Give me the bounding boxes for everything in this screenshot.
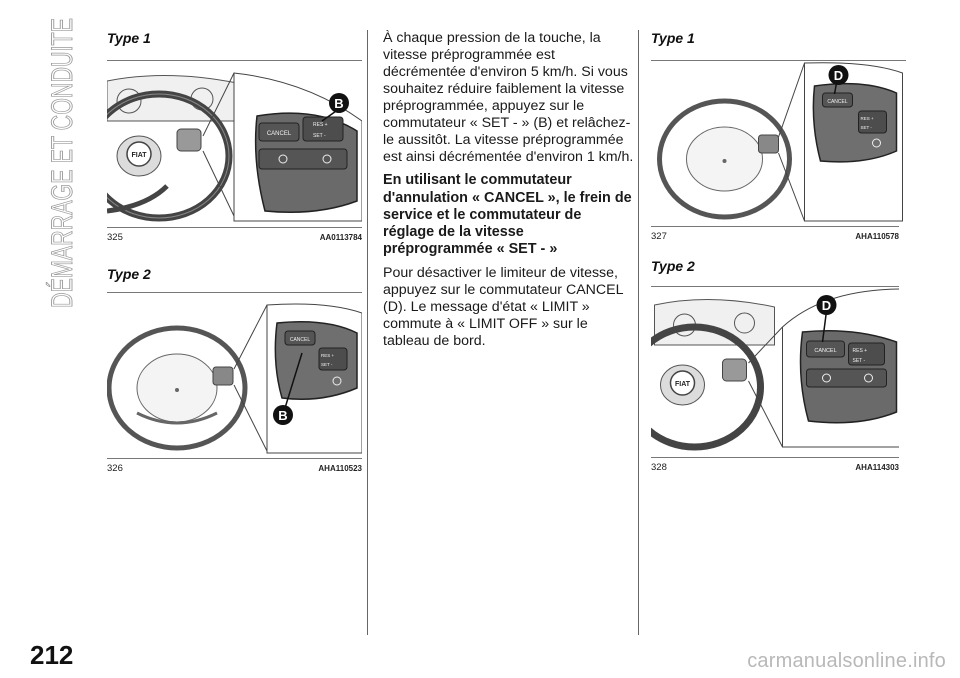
- fig3-btn-res: RES +: [861, 116, 875, 121]
- fig2-btn-set: SET -: [321, 362, 333, 367]
- figure-327: CANCEL RES + SET - D: [651, 60, 906, 227]
- paragraph-cancel-limiter: Pour désactiver le limiteur de vitesse, …: [383, 264, 623, 349]
- section-title-svg: DÉMARRAGE ET CONDUITE: [46, 18, 80, 309]
- figure-327-rule: [651, 226, 899, 227]
- figure-326-code: AHA110523: [318, 464, 362, 473]
- figure-328-number: 328: [651, 462, 667, 473]
- body-text-column: À chaque pression de la touche, la vites…: [383, 30, 635, 356]
- fig3-btn-cancel: CANCEL: [827, 99, 848, 105]
- figure-328-illustration: FIAT CANCEL RES + SET - D: [651, 287, 899, 453]
- fig1-btn-cancel: CANCEL: [267, 131, 292, 137]
- figure-327-illustration: CANCEL RES + SET - D: [654, 61, 903, 227]
- figure-326: CANCEL RES + SET - B: [107, 292, 362, 459]
- fig4-btn-res: RES +: [853, 348, 868, 354]
- fig2-callout: B: [278, 408, 287, 423]
- figure-325-rule: [107, 227, 362, 228]
- figure-326-illustration: CANCEL RES + SET - B: [107, 293, 362, 459]
- fig1-btn-set: SET -: [313, 133, 326, 139]
- figure-326-number: 326: [107, 463, 123, 474]
- watermark: carmanualsonline.info: [747, 650, 946, 672]
- section-title: DÉMARRAGE ET CONDUITE: [14, 18, 84, 309]
- section-heading-cancel: En utilisant le commutateur d'annulation…: [383, 172, 632, 258]
- figure-326-rule: [107, 458, 362, 459]
- figure-328: FIAT CANCEL RES + SET - D: [651, 286, 899, 453]
- fig3-type-label: Type 1: [651, 30, 695, 46]
- fig2-btn-res: RES +: [321, 353, 335, 358]
- figure-328-rule: [651, 457, 899, 458]
- fig1-callout: B: [334, 96, 343, 111]
- figure-327-number: 327: [651, 231, 667, 242]
- column-divider-left: [367, 30, 368, 635]
- fig3-callout: D: [834, 68, 843, 83]
- fig4-btn-cancel: CANCEL: [814, 348, 836, 354]
- figure-325: FIAT CANCEL RES + SET - B: [107, 60, 362, 227]
- column-divider-right: [638, 30, 639, 635]
- fig2-btn-cancel: CANCEL: [290, 337, 311, 343]
- figure-327-code: AHA110578: [855, 232, 899, 241]
- page-number: 212: [30, 640, 74, 670]
- fig1-logo: FIAT: [131, 152, 147, 159]
- fig4-callout: D: [822, 298, 831, 313]
- figure-325-code: AA0113784: [319, 233, 362, 242]
- fig3-btn-set: SET -: [861, 125, 873, 130]
- fig4-type-label: Type 2: [651, 258, 695, 274]
- fig4-btn-set: SET -: [853, 358, 866, 364]
- figure-325-illustration: FIAT CANCEL RES + SET - B: [107, 61, 362, 227]
- section-title-text: DÉMARRAGE ET CONDUITE: [46, 18, 79, 308]
- fig1-btn-res: RES +: [313, 122, 328, 128]
- fig1-type-label: Type 1: [107, 30, 151, 46]
- fig4-logo: FIAT: [675, 381, 691, 388]
- paragraph-set-decrement: À chaque pression de la touche, la vites…: [383, 30, 634, 166]
- figure-325-number: 325: [107, 232, 123, 243]
- fig2-type-label: Type 2: [107, 266, 151, 282]
- figure-328-code: AHA114303: [855, 463, 899, 472]
